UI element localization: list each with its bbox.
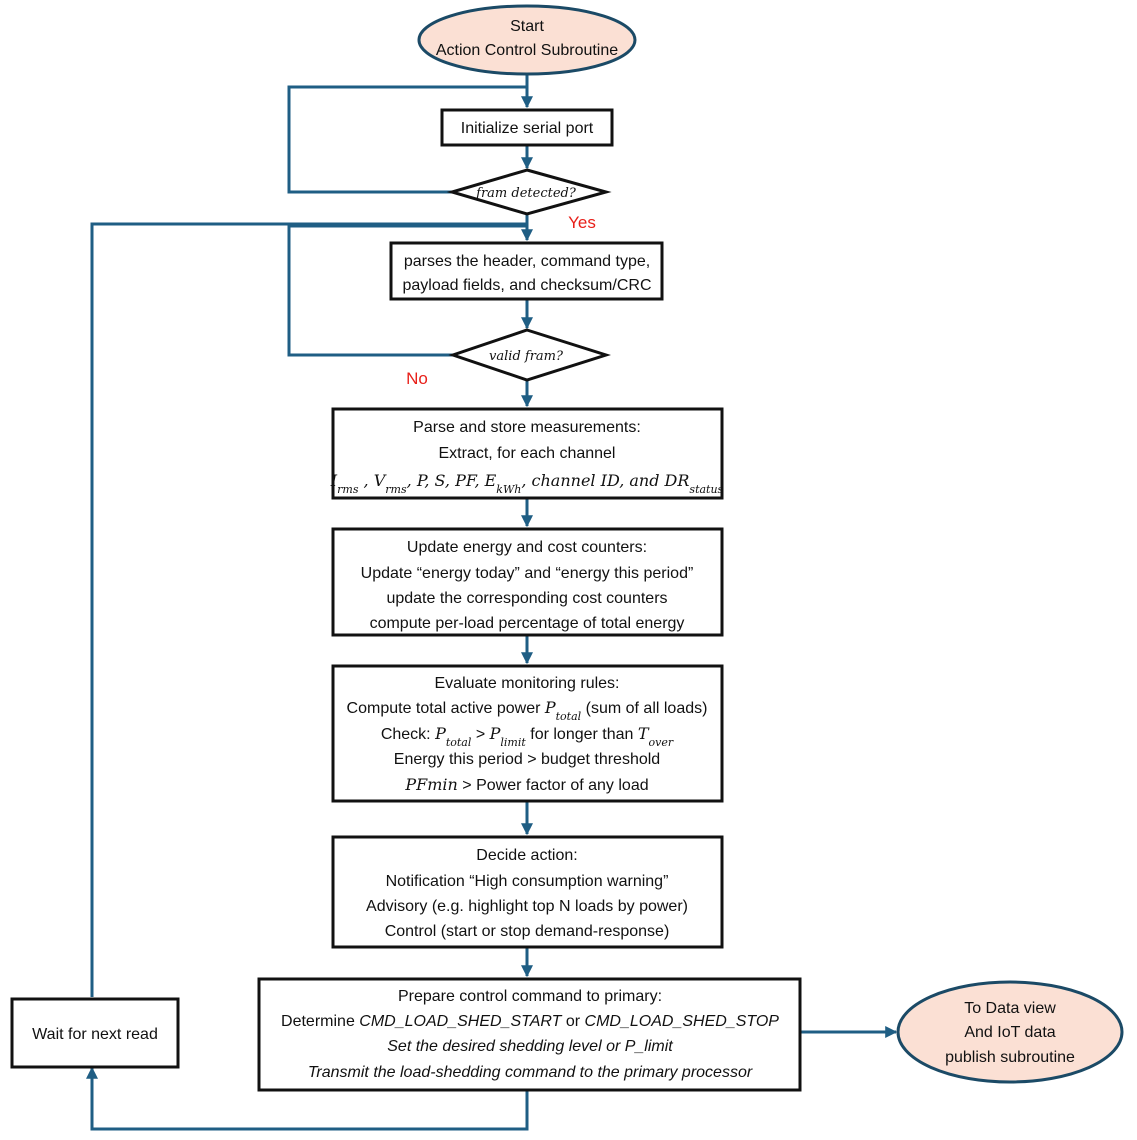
prepare-line2-b: CMD_LOAD_SHED_START [359,1013,562,1030]
decide-title: Decide action: [476,847,577,864]
evaluate-line5: PFmin > Power factor of any load [404,775,648,794]
evaluate-line2: Compute total active power Ptotal (sum o… [347,698,708,723]
connectors [86,72,898,1131]
edge-frame-no-loop [287,85,527,194]
no-label: No [406,369,428,388]
prepare-command-node: Prepare control command to primary: Dete… [257,977,802,1092]
prepare-line2: Determine CMD_LOAD_SHED_START or CMD_LOA… [281,1013,779,1030]
end-line2: And IoT data [964,1024,1055,1041]
formula-e-sub: kWh [496,483,521,496]
end-node: To Data view And IoT data publish subrou… [896,980,1124,1084]
parse-header-line1: parses the header, command type, [404,253,650,270]
prepare-line2-c: or [561,1013,584,1030]
energy-line3: update the corresponding cost counters [386,590,667,607]
init-label: Initialize serial port [461,120,594,137]
end-line1: To Data view [964,1000,1056,1017]
evaluate-line3-op: > [471,726,489,743]
energy-counters-node: Update energy and cost counters: Update … [331,527,724,637]
start-node: Start Action Control Subroutine [417,4,637,76]
energy-line4: compute per-load percentage of total ene… [370,615,685,632]
formula-mid: , P, S, PF, E [407,471,497,490]
decide-line4: Control (start or stop demand-response) [385,923,670,940]
measurements-node: Parse and store measurements: Extract, f… [330,407,724,500]
parse-header-line2: payload fields, and checksum/CRC [402,277,651,294]
evaluate-line3-sym1: P [434,724,446,743]
evaluate-line3-sub1: total [446,736,472,749]
wait-node: Wait for next read [10,997,180,1069]
evaluate-title: Evaluate monitoring rules: [435,675,620,692]
evaluate-line2-sub: total [556,710,582,723]
prepare-line2-a: Determine [281,1013,359,1030]
init-node: Initialize serial port [440,108,614,147]
formula-tail: , channel ID, and DR [521,471,689,490]
end-line3: publish subroutine [945,1049,1075,1066]
measurements-title: Parse and store measurements: [413,419,641,436]
evaluate-line3-prefix: Check: [381,726,435,743]
prepare-line3: Set the desired shedding level or P_limi… [387,1038,673,1055]
evaluate-line3-sym3: T [638,724,650,743]
edge-wait-loop-to-parse [90,222,527,997]
prepare-title: Prepare control command to primary: [398,988,662,1005]
evaluate-line3-sub2: limit [500,736,526,749]
start-line2: Action Control Subroutine [436,42,618,59]
prepare-line2-d: CMD_LOAD_SHED_STOP [585,1013,780,1030]
decide-line2: Notification “High consumption warning” [386,873,669,890]
evaluate-line3-sym2: P [489,724,501,743]
formula-dr-sub: status [689,483,723,496]
yes-label: Yes [568,213,596,232]
decide-line3: Advisory (e.g. highlight top N loads by … [366,898,688,915]
evaluate-line3: Check: Ptotal > Plimit for longer than T… [381,724,674,749]
evaluate-line5-sym: PFmin [404,775,457,794]
edge-prepare-to-wait [86,1066,529,1131]
evaluate-line3-mid: for longer than [526,726,638,743]
evaluate-line2-text: Compute total active power [347,700,545,717]
measurements-formula: Irms , Vrms, P, S, PF, EkWh, channel ID,… [330,471,724,496]
edge-valid-no-loop [287,224,527,357]
energy-line2: Update “energy today” and “energy this p… [361,565,694,582]
evaluate-rules-node: Evaluate monitoring rules: Compute total… [331,664,724,803]
evaluate-line2-tail: (sum of all loads) [581,700,707,717]
valid-frame-label: valid fram? [489,349,564,364]
frame-detected-decision: fram detected? [446,168,612,216]
evaluate-line5-tail: > Power factor of any load [458,777,649,794]
formula-i-sub: rms [337,483,359,496]
formula-v-sub: rms [385,483,407,496]
measurements-line2: Extract, for each channel [439,445,616,462]
frame-detected-label: fram detected? [475,186,577,201]
start-line1: Start [510,18,544,35]
evaluate-line2-sym: P [544,698,556,717]
prepare-line4: Transmit the load-shedding command to th… [308,1064,753,1081]
formula-i: I [330,471,338,490]
parse-header-node: parses the header, command type, payload… [389,241,664,301]
valid-frame-decision: valid fram? [448,328,611,382]
decide-action-node: Decide action: Notification “High consum… [331,835,724,949]
wait-label: Wait for next read [32,1026,158,1043]
energy-title: Update energy and cost counters: [407,539,647,556]
formula-v: V [374,471,387,490]
evaluate-line3-sub3: over [649,736,674,749]
formula-sep1: , [358,471,373,490]
evaluate-line4: Energy this period > budget threshold [394,751,660,768]
